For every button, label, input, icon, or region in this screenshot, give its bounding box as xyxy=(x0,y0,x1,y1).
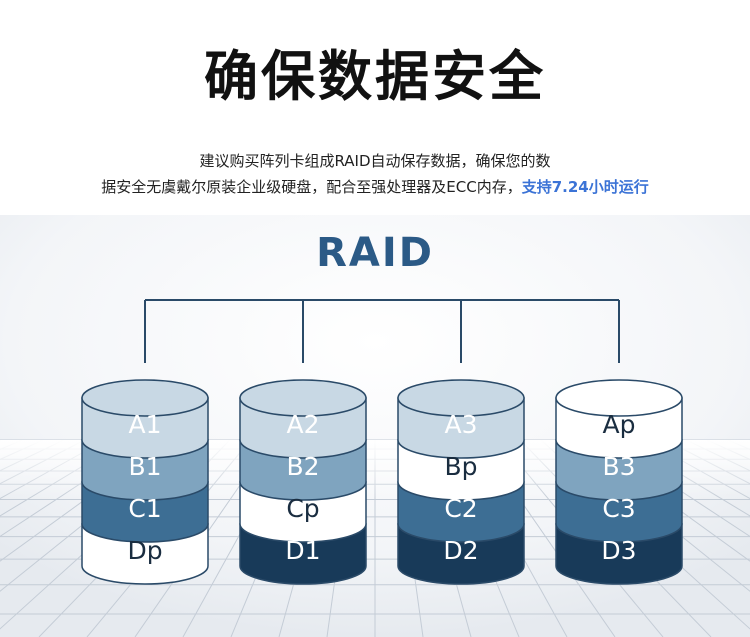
disk-label-a1: A1 xyxy=(128,410,161,439)
raid-connector-lines xyxy=(144,299,620,363)
disk-label-c1: C1 xyxy=(128,494,161,523)
disk-top-cap xyxy=(81,379,209,417)
disk-label-b3: B3 xyxy=(602,452,635,481)
disk-label-b2: B2 xyxy=(286,452,319,481)
disk-label-c3: C3 xyxy=(602,494,635,523)
disk-label-d3: D3 xyxy=(601,536,636,565)
disk-top-cap xyxy=(397,379,525,417)
raid-label: RAID xyxy=(316,230,434,276)
disk-label-b1: B1 xyxy=(128,452,161,481)
disk-label-bp: Bp xyxy=(444,452,477,481)
disk-label-ap: Ap xyxy=(603,410,636,439)
disk-label-a3: A3 xyxy=(444,410,477,439)
disk-label-d2: D2 xyxy=(443,536,478,565)
disk-label-cp: Cp xyxy=(286,494,319,523)
disk-top-cap xyxy=(555,379,683,417)
disk-top-cap xyxy=(239,379,367,417)
description-line-2: 据安全无虞戴尔原装企业级硬盘，配合至强处理器及ECC内存，支持7.24小时运行 xyxy=(0,176,750,198)
disk-label-dp: Dp xyxy=(127,536,162,565)
description-highlight: 支持7.24小时运行 xyxy=(521,178,649,196)
description-line-1: 建议购买阵列卡组成RAID自动保存数据，确保您的数 xyxy=(199,152,551,170)
page-title: 确保数据安全 xyxy=(204,45,546,108)
disk-label-a2: A2 xyxy=(286,410,319,439)
description-line-2-main: 据安全无虞戴尔原装企业级硬盘，配合至强处理器及ECC内存， xyxy=(101,178,522,196)
disk-label-d1: D1 xyxy=(285,536,320,565)
disk-label-c2: C2 xyxy=(444,494,477,523)
